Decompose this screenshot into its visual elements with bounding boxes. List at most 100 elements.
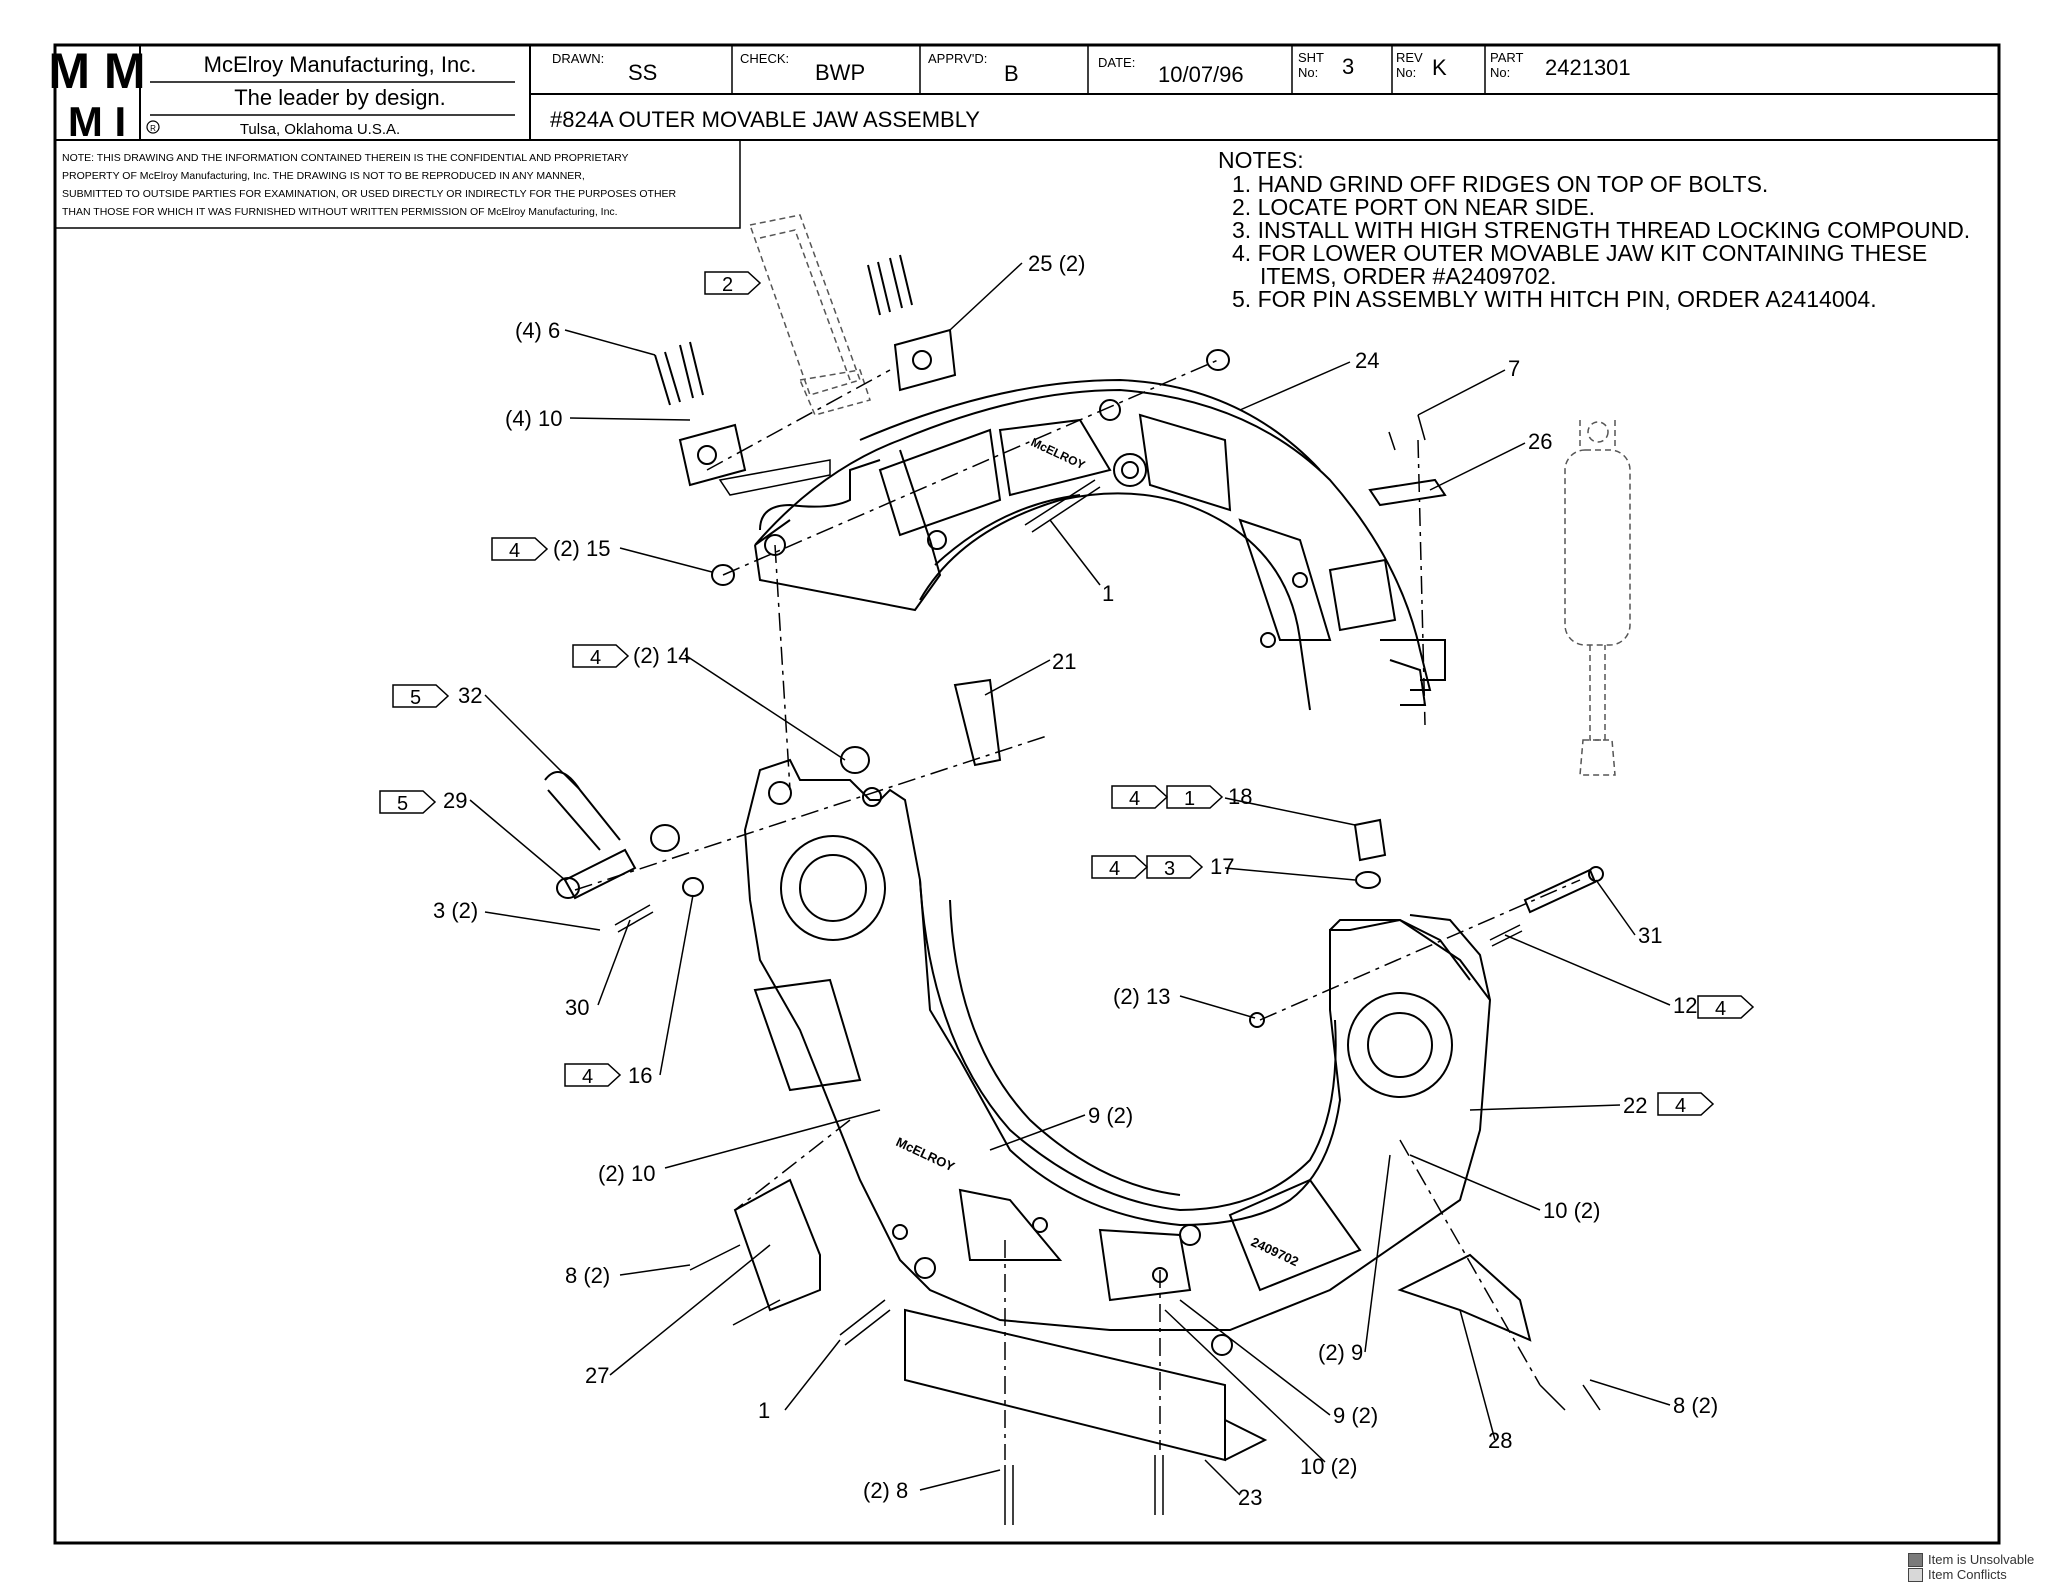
sheet-value: 3 xyxy=(1342,54,1354,79)
legend-label-conflicts: Item Conflicts xyxy=(1928,1567,2007,1582)
callout-21: 21 xyxy=(1052,649,1076,674)
part-label-2: No: xyxy=(1490,65,1510,80)
flag-5-item-29: 5 xyxy=(397,793,408,815)
notes-heading: NOTES: xyxy=(1218,147,1304,173)
logo-top-text: M M xyxy=(48,43,145,99)
callout-25: 25 (2) xyxy=(1028,251,1085,276)
drawn-value: SS xyxy=(628,60,657,85)
drawn-label: DRAWN: xyxy=(552,51,604,66)
part-label-1: PART xyxy=(1490,50,1524,65)
status-legend: Item is Unsolvable Item Conflicts xyxy=(1908,1552,2034,1582)
part-value: 2421301 xyxy=(1545,55,1631,80)
callout-8-bottom: (2) 8 xyxy=(863,1478,908,1503)
callout-18: 18 xyxy=(1228,784,1252,809)
confidential-line: NOTE: THIS DRAWING AND THE INFORMATION C… xyxy=(62,152,628,164)
note-item: 4. FOR LOWER OUTER MOVABLE JAW KIT CONTA… xyxy=(1232,240,1927,266)
note-flag-labels: 2 4 4 5 5 4 4 1 4 3 4 4 xyxy=(397,274,1726,1117)
note-flags xyxy=(379,271,1755,1116)
callout-3: 3 (2) xyxy=(433,898,478,923)
note-item: 1. HAND GRIND OFF RIDGES ON TOP OF BOLTS… xyxy=(1232,171,1768,197)
callout-24: 24 xyxy=(1355,348,1379,373)
upper-jaw-casting xyxy=(754,378,1446,711)
date-label: DATE: xyxy=(1098,55,1135,70)
title-block xyxy=(53,43,2001,1545)
brand-marking-lower: McELROY xyxy=(894,1134,958,1174)
legend-label-unsolvable: Item is Unsolvable xyxy=(1928,1552,2035,1567)
callout-10-lower: 10 (2) xyxy=(1300,1454,1357,1479)
callout-9-lower: 9 (2) xyxy=(1333,1403,1378,1428)
callout-16: 16 xyxy=(628,1063,652,1088)
approved-value: B xyxy=(1004,61,1019,86)
callout-1-bottom: 1 xyxy=(758,1398,770,1423)
mcelroy-logo: M M M I xyxy=(48,43,145,145)
rev-value: K xyxy=(1432,55,1447,80)
flag-4-item-16: 4 xyxy=(582,1066,593,1088)
rev-label-1: REV xyxy=(1396,50,1423,65)
brand-marking-upper: McELROY xyxy=(1029,435,1087,472)
callout-9-mid: 9 (2) xyxy=(1088,1103,1133,1128)
callout-23: 23 xyxy=(1238,1485,1262,1510)
flag-4-item-17: 4 xyxy=(1109,858,1120,880)
flag-4-item-14: 4 xyxy=(590,647,601,669)
callout-10-right: 10 (2) xyxy=(1543,1198,1600,1223)
legend-swatch-unsolvable xyxy=(1908,1552,1923,1567)
check-value: BWP xyxy=(815,60,865,85)
flag-4-item-15: 4 xyxy=(509,540,520,562)
company-slogan: The leader by design. xyxy=(234,85,446,110)
callout-14: (2) 14 xyxy=(633,643,690,668)
callout-22: 22 xyxy=(1623,1093,1647,1118)
callout-15: (2) 15 xyxy=(553,536,610,561)
confidential-line: THAN THOSE FOR WHICH IT WAS FURNISHED WI… xyxy=(62,206,618,218)
company-name: McElroy Manufacturing, Inc. xyxy=(204,52,477,77)
confidential-line: SUBMITTED TO OUTSIDE PARTIES FOR EXAMINA… xyxy=(62,188,677,200)
legend-swatch-conflicts xyxy=(1908,1567,1923,1582)
callout-26: 26 xyxy=(1528,429,1552,454)
confidential-line: PROPERTY OF McElroy Manufacturing, Inc. … xyxy=(62,170,585,182)
sheet-label-1: SHT xyxy=(1298,50,1324,65)
callout-17: 17 xyxy=(1210,854,1234,879)
flag-3-item-17: 3 xyxy=(1164,858,1175,880)
callout-32: 32 xyxy=(458,683,482,708)
note-item: 2. LOCATE PORT ON NEAR SIDE. xyxy=(1232,194,1595,220)
callout-9-right: (2) 9 xyxy=(1318,1340,1363,1365)
note-item: ITEMS, ORDER #A2409702. xyxy=(1260,263,1557,289)
flag-2: 2 xyxy=(722,274,733,296)
confidential-note: NOTE: THIS DRAWING AND THE INFORMATION C… xyxy=(62,152,677,218)
flag-4-item-18: 4 xyxy=(1129,788,1140,810)
callout-10-top: (4) 10 xyxy=(505,406,562,431)
leader-lines xyxy=(469,262,1671,1496)
check-label: CHECK: xyxy=(740,51,789,66)
notes-block: NOTES: 1. HAND GRIND OFF RIDGES ON TOP O… xyxy=(1218,147,1970,312)
callout-12: 12 xyxy=(1673,993,1697,1018)
drawing-title: #824A OUTER MOVABLE JAW ASSEMBLY xyxy=(550,107,980,132)
hydraulic-cylinder-phantom xyxy=(749,214,871,416)
flag-1-item-18: 1 xyxy=(1184,788,1195,810)
callout-10-left: (2) 10 xyxy=(598,1161,655,1186)
callout-29: 29 xyxy=(443,788,467,813)
company-location: Tulsa, Oklahoma U.S.A. xyxy=(240,121,400,138)
note-item: 5. FOR PIN ASSEMBLY WITH HITCH PIN, ORDE… xyxy=(1232,286,1877,312)
legend-row-unsolvable: Item is Unsolvable xyxy=(1908,1552,2034,1567)
callout-31: 31 xyxy=(1638,923,1662,948)
rev-label-2: No: xyxy=(1396,65,1416,80)
lower-jaw-casting xyxy=(743,758,1492,1356)
date-value: 10/07/96 xyxy=(1158,62,1244,87)
casting-number: 2409702 xyxy=(1249,1234,1301,1269)
sheet-label-2: No: xyxy=(1298,65,1318,80)
registered-mark-icon xyxy=(146,120,160,134)
assembly-lines xyxy=(574,359,1581,1460)
legend-row-conflicts: Item Conflicts xyxy=(1908,1567,2034,1582)
callout-8-left: 8 (2) xyxy=(565,1263,610,1288)
callout-28: 28 xyxy=(1488,1428,1512,1453)
callout-8-right: 8 (2) xyxy=(1673,1393,1718,1418)
callout-6: (4) 6 xyxy=(515,318,560,343)
callout-labels: 25 (2) (4) 6 (4) 10 (2) 15 24 7 26 1 (2)… xyxy=(433,251,1718,1510)
callout-7: 7 xyxy=(1508,356,1520,381)
approved-label: APPRV'D: xyxy=(928,51,987,66)
logo-bottom-text: M I xyxy=(68,98,126,145)
flag-4-item-22: 4 xyxy=(1675,1095,1686,1117)
side-cylinder-phantom xyxy=(1564,420,1631,776)
top-brackets xyxy=(654,254,1447,586)
lower-hardware xyxy=(544,678,1604,1525)
